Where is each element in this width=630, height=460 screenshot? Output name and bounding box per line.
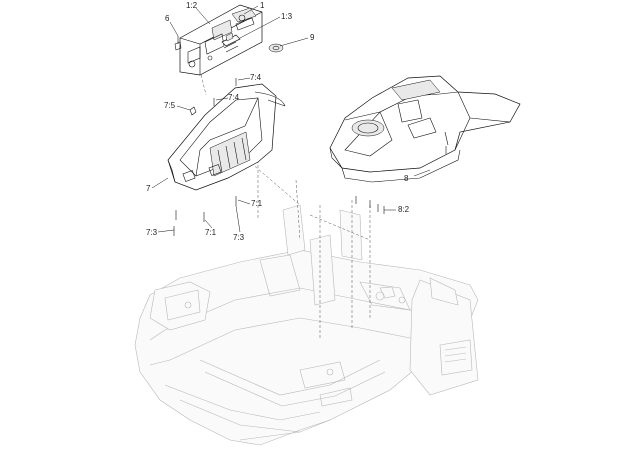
callout-1-2: 1:2 xyxy=(186,1,198,10)
storage-tray-part-7 xyxy=(167,78,286,236)
leader-lines xyxy=(151,5,431,233)
callout-6: 6 xyxy=(165,14,170,23)
console-plate-assembly xyxy=(174,4,263,76)
washer-part-9 xyxy=(268,43,284,53)
callout-7-4b: 7:4 xyxy=(228,93,240,102)
callout-7-1b: 7:1 xyxy=(205,228,217,237)
callout-8-2: 8:2 xyxy=(398,205,410,214)
callout-7-3a: 7:3 xyxy=(146,228,158,237)
chassis-frame xyxy=(134,204,479,446)
callout-7-4a: 7:4 xyxy=(250,73,262,82)
callout-1-3: 1:3 xyxy=(281,12,293,21)
callout-9: 9 xyxy=(310,33,315,42)
callout-7-1a: 7:1 xyxy=(251,199,263,208)
callout-1: 1 xyxy=(260,1,265,10)
console-housing-part-8 xyxy=(329,75,521,214)
callout-8: 8 xyxy=(404,174,409,183)
callout-7: 7 xyxy=(146,184,151,193)
callout-7-5: 7:5 xyxy=(164,101,176,110)
callout-labels: 1 1:2 1:3 6 9 7:4 7:4 7:5 7 7:1 7:3 7:1 … xyxy=(146,1,410,242)
callout-7-3b: 7:3 xyxy=(233,233,245,242)
